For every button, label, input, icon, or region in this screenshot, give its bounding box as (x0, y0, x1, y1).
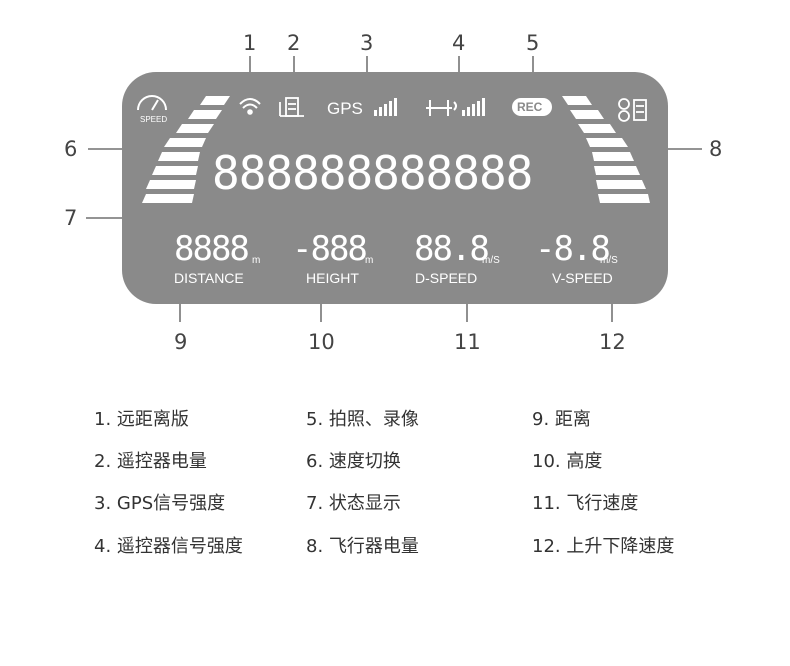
v-speed-label: V-SPEED (552, 270, 613, 286)
v-speed-digits: -8.8 (535, 229, 611, 269)
remote-battery-icon (279, 97, 304, 117)
callout-4: 4 (452, 31, 466, 55)
wifi-range-icon (239, 98, 261, 115)
legend-item: 6. 速度切换 (306, 451, 401, 472)
callout-10: 10 (308, 330, 335, 354)
callout-9: 9 (174, 330, 188, 354)
legend-item: 10. 高度 (532, 451, 603, 472)
callout-7: 7 (64, 206, 78, 230)
drone-battery-icon (618, 98, 647, 122)
legend-item: 5. 拍照、录像 (306, 409, 419, 430)
distance-unit: m (252, 255, 261, 266)
callout-2: 2 (287, 31, 301, 55)
legend-item: 7. 状态显示 (306, 493, 401, 514)
callout-6: 6 (64, 137, 78, 161)
callout-1: 1 (243, 31, 257, 55)
speed-gauge-icon (137, 95, 167, 111)
d-speed-digits: 88.8 (414, 229, 490, 269)
lcd-panel: SPEED GPS REC 888888888888 8888 m DISTAN… (122, 72, 668, 304)
status-segments: 888888888888 (212, 146, 533, 200)
legend-item: 8. 飞行器电量 (306, 536, 419, 557)
callout-12: 12 (599, 330, 626, 354)
speed-icon-label: SPEED (140, 115, 168, 124)
callout-3: 3 (360, 31, 374, 55)
rec-badge (512, 98, 552, 116)
callout-8: 8 (709, 137, 723, 161)
legend-item: 9. 距离 (532, 409, 591, 430)
legend-item: 4. 遥控器信号强度 (94, 536, 243, 557)
legend-item: 12. 上升下降速度 (532, 536, 675, 557)
left-speed-bars (142, 96, 230, 203)
gps-signal-icon (374, 98, 397, 116)
height-unit: m (365, 255, 374, 266)
legend-item: 11. 飞行速度 (532, 493, 639, 514)
legend-item: 1. 远距离版 (94, 409, 189, 430)
v-speed-unit: m/S (600, 255, 618, 266)
right-battery-bars (562, 96, 650, 203)
legend-item: 3. GPS信号强度 (94, 493, 226, 514)
d-speed-unit: m/S (482, 255, 500, 266)
legend-item: 2. 遥控器电量 (94, 451, 207, 472)
height-label: HEIGHT (306, 270, 359, 286)
d-speed-label: D-SPEED (415, 270, 478, 286)
callout-5: 5 (526, 31, 540, 55)
rec-label: REC (517, 100, 543, 114)
distance-label: DISTANCE (174, 270, 244, 286)
height-digits: -888 (292, 229, 368, 269)
distance-digits: 8888 (174, 229, 250, 269)
callout-11: 11 (454, 330, 481, 354)
remote-signal-icon (426, 98, 485, 116)
gps-label: GPS (327, 99, 363, 118)
lcd-graphics (137, 95, 650, 203)
